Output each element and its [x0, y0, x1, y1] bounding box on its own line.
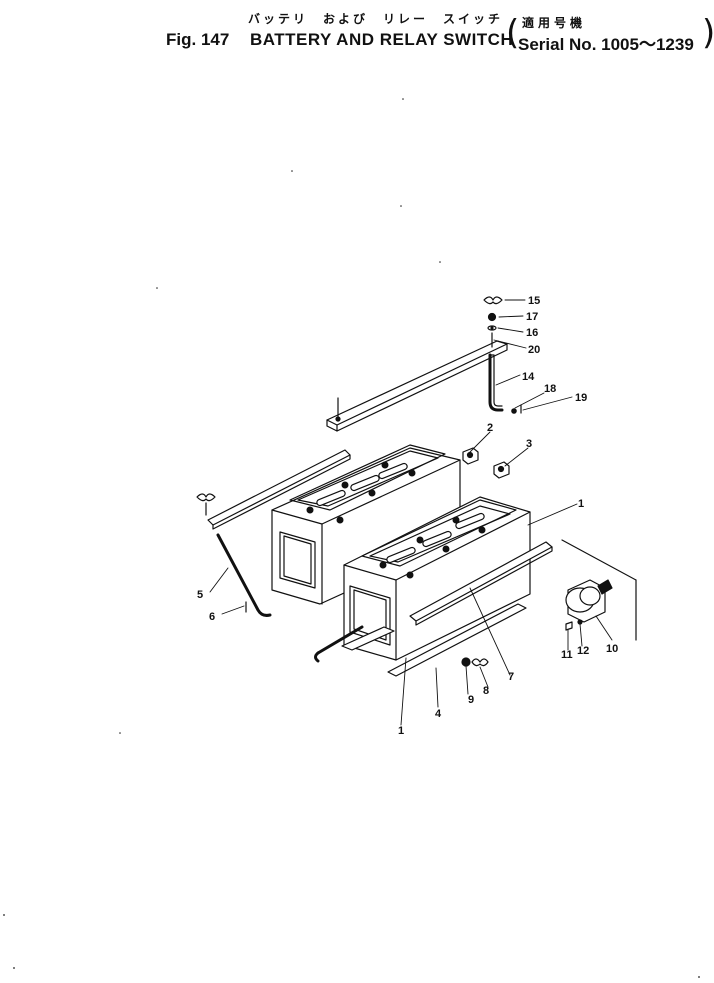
figure-header: バッテリ および リレー スイッチ Fig. 147 BATTERY AND R… — [0, 0, 714, 60]
callout-4: 4 — [435, 708, 442, 720]
j-bolt-5 — [216, 533, 272, 617]
callout-numbers: 15 17 16 20 14 18 19 2 3 1 5 6 7 8 9 4 1… — [197, 295, 618, 737]
callout-14: 14 — [522, 371, 535, 383]
callout-8: 8 — [483, 685, 489, 697]
japanese-title: バッテリ および リレー スイッチ — [248, 12, 504, 26]
callout-1-upper: 1 — [578, 498, 584, 510]
callout-9: 9 — [468, 694, 474, 706]
callout-5: 5 — [197, 589, 203, 601]
left-paren: ( — [506, 13, 520, 53]
right-paren: ) — [702, 13, 714, 53]
j-bolt-14 — [488, 353, 504, 412]
callout-20: 20 — [528, 344, 540, 356]
callout-19: 19 — [575, 392, 587, 404]
callout-2: 2 — [487, 422, 493, 434]
callout-3: 3 — [526, 438, 532, 450]
figure-number: Fig. 147 — [166, 30, 230, 49]
callout-16: 16 — [526, 327, 538, 339]
washer-18 — [511, 408, 517, 414]
serial-range: ( 適用号機 Serial No. 1005～1239 ) — [506, 13, 714, 54]
fastener-stack-top — [483, 296, 503, 348]
hold-down-bar-left — [196, 449, 351, 530]
callout-11: 11 — [561, 649, 573, 661]
figure-title: BATTERY AND RELAY SWITCH — [250, 30, 514, 49]
base-plate-left — [341, 626, 395, 651]
washer-12 — [577, 619, 583, 625]
serial-japanese-label: 適用号機 — [522, 16, 587, 30]
wing-nut-8 — [471, 658, 489, 667]
callout-7: 7 — [508, 671, 514, 683]
terminal-clamp-2 — [462, 447, 479, 465]
leader-lines — [209, 299, 613, 726]
callout-10: 10 — [606, 643, 618, 655]
screw-11 — [565, 621, 573, 631]
relay-switch — [561, 539, 637, 641]
callout-17: 17 — [526, 311, 538, 323]
hold-down-bar-upper — [326, 340, 508, 432]
hold-down-bar-front — [314, 541, 553, 663]
callout-1-lower: 1 — [398, 725, 404, 737]
callout-15: 15 — [528, 295, 540, 307]
callout-12: 12 — [577, 645, 589, 657]
nut-9 — [461, 657, 471, 667]
base-plate-front — [387, 603, 527, 677]
serial-number-range: Serial No. 1005～1239 — [518, 35, 694, 54]
callout-18: 18 — [544, 383, 556, 395]
callout-6: 6 — [209, 611, 215, 623]
battery-front — [343, 496, 531, 661]
scan-specks — [3, 98, 700, 978]
